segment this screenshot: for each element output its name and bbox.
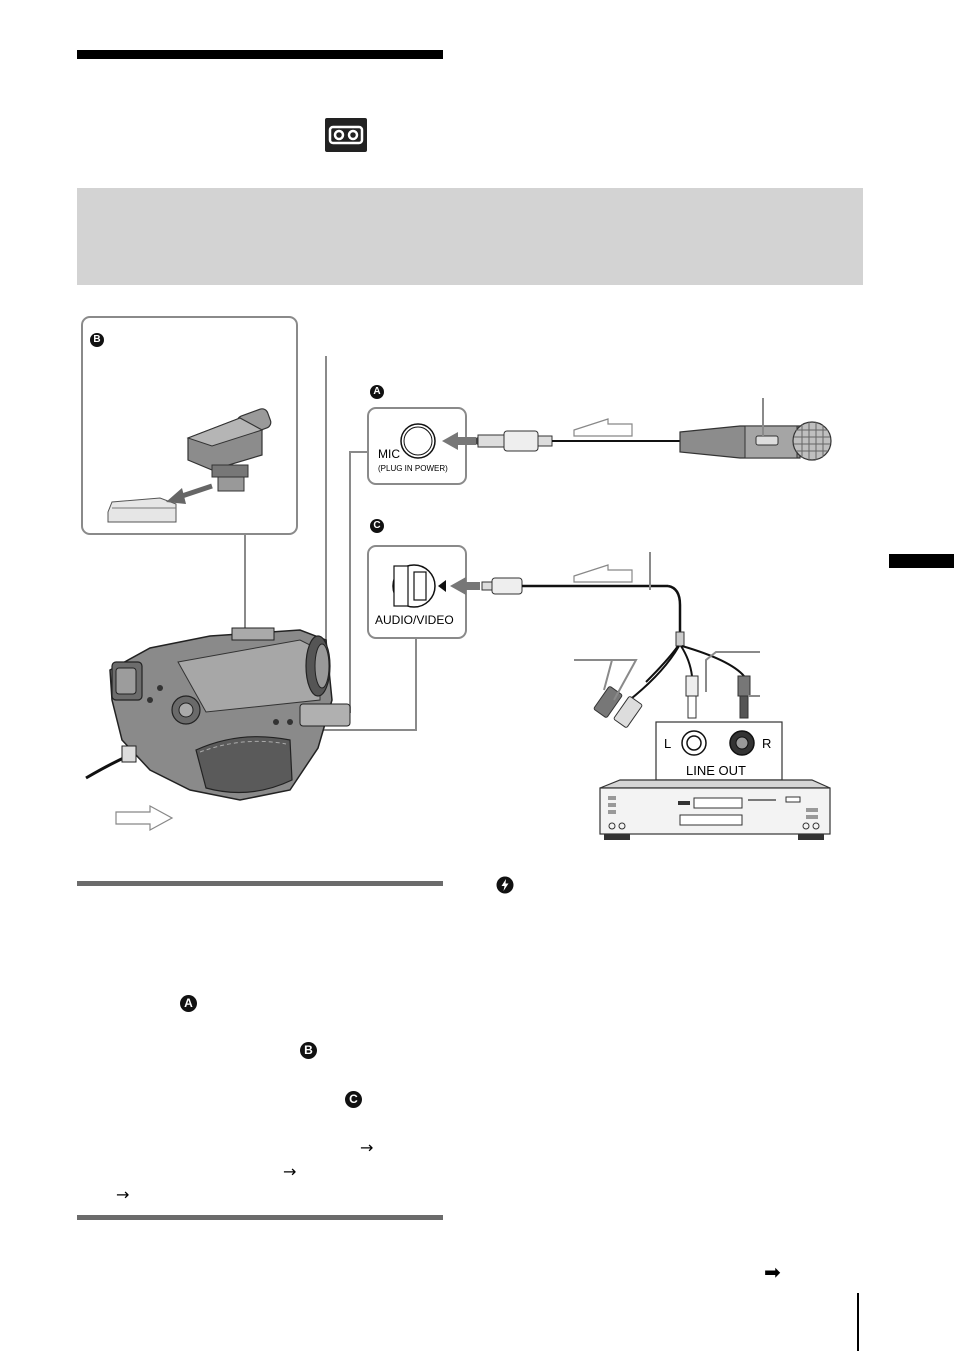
menu-path-arrow-2: → bbox=[283, 1162, 297, 1181]
mic-plug bbox=[442, 430, 680, 452]
cassette-tape-icon bbox=[325, 118, 367, 152]
body-marker-a: A bbox=[180, 995, 197, 1012]
line-out-right-label: R bbox=[762, 736, 771, 751]
body-marker-c: C bbox=[345, 1091, 362, 1108]
av-jack-panel: AUDIO/VIDEO bbox=[367, 545, 467, 639]
handheld-microphone bbox=[679, 398, 832, 461]
mic-jack-panel: MIC (PLUG IN POWER) bbox=[367, 407, 467, 485]
shoe-microphone bbox=[186, 408, 272, 492]
section-banner bbox=[77, 188, 863, 285]
continued-arrow-icon: ➡ bbox=[764, 1260, 781, 1284]
body-marker-b: B bbox=[300, 1042, 317, 1059]
line-out-left-label: L bbox=[664, 736, 671, 751]
marker-c-badge: C bbox=[370, 519, 384, 533]
tip-icon bbox=[496, 876, 514, 894]
marker-b-badge: B bbox=[90, 333, 104, 347]
mic-jack-sublabel: (PLUG IN POWER) bbox=[378, 464, 448, 473]
av-jack-label: AUDIO/VIDEO bbox=[375, 613, 454, 627]
section-rule-bottom bbox=[77, 1215, 443, 1220]
audio-deck bbox=[599, 779, 831, 840]
mic-jack-label: MIC bbox=[378, 447, 400, 461]
header-rule bbox=[77, 50, 443, 59]
shoe-mic-inset bbox=[81, 316, 298, 632]
line-out-panel: L R LINE OUT bbox=[655, 721, 783, 781]
section-rule-top bbox=[77, 881, 443, 886]
marker-a-badge: A bbox=[370, 385, 384, 399]
chapter-tab bbox=[889, 554, 954, 568]
page-number-divider bbox=[857, 1293, 859, 1351]
connection-diagram: MIC (PLUG IN POWER) bbox=[81, 316, 832, 840]
av-cable bbox=[450, 577, 751, 728]
menu-path-arrow-3: → bbox=[116, 1185, 130, 1204]
line-out-label: LINE OUT bbox=[686, 763, 746, 778]
camcorder bbox=[85, 627, 351, 801]
menu-path-arrow-1: → bbox=[360, 1138, 374, 1157]
